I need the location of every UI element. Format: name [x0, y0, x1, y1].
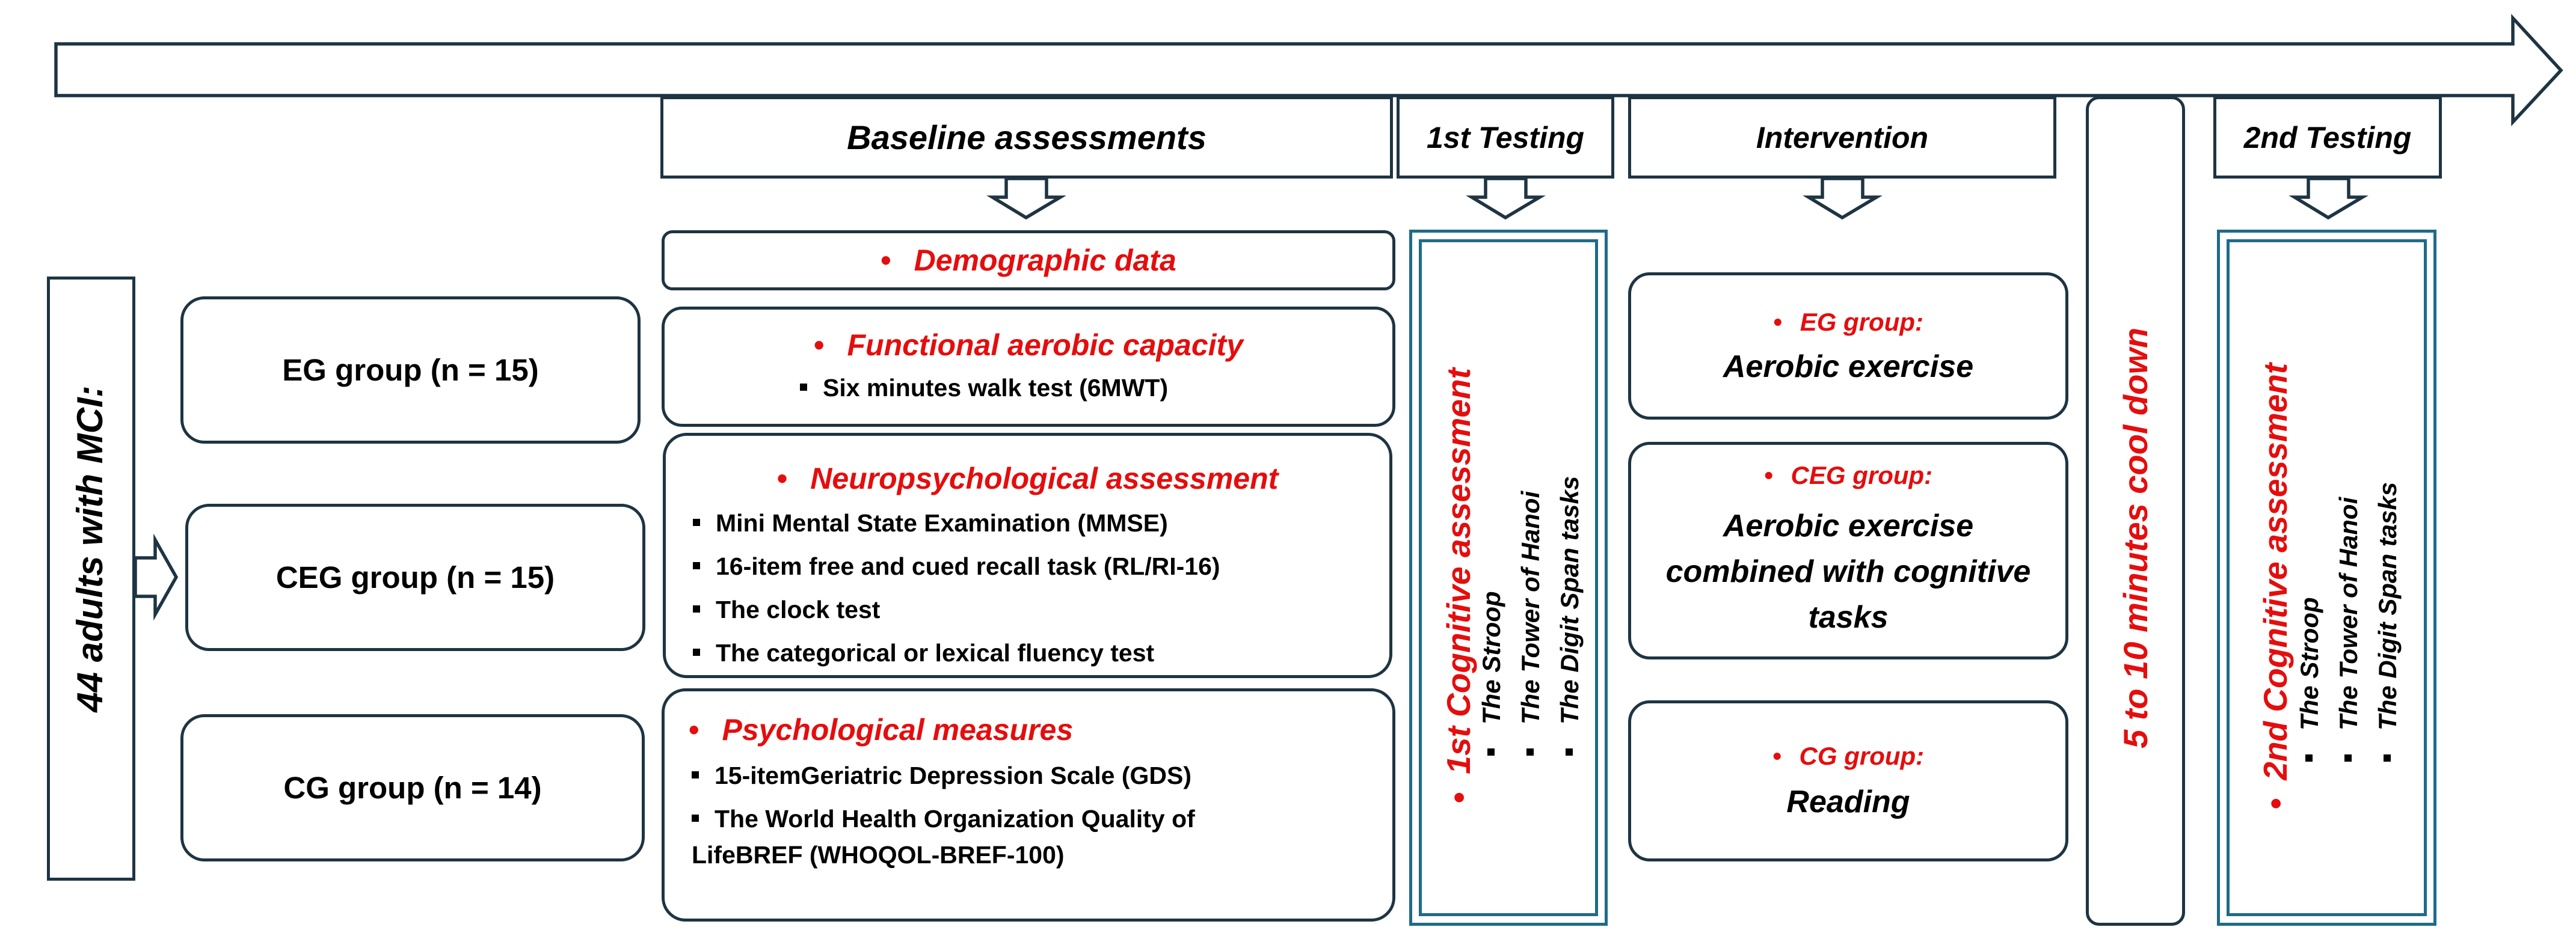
- testing2-item-0: The Stroop: [2295, 597, 2323, 730]
- participants-box: 44 adults with MCI:: [47, 277, 135, 881]
- testing1-inner-frame: [1419, 239, 1598, 916]
- neuro-title: Neuropsychological assessment: [777, 462, 1279, 495]
- demographic-box: Demographic data: [662, 230, 1395, 290]
- group-label-eg: EG group (n = 15): [282, 353, 539, 387]
- psych-box: Psychological measures 15-itemGeriatric …: [662, 688, 1395, 922]
- testing2-title-text: 2nd Cognitive assessment: [2257, 362, 2294, 780]
- testing2-box: •2nd Cognitive assessment The Stroop The…: [2217, 230, 2436, 926]
- intervention-eg-text: Aerobic exercise: [1723, 349, 1974, 384]
- header-testing2: 2nd Testing: [2213, 96, 2442, 179]
- bullet-square-icon: [692, 771, 699, 779]
- psych-item: 15-itemGeriatric Depression Scale (GDS): [692, 757, 1195, 794]
- testing1-title-text: 1st Cognitive assessment: [1440, 368, 1477, 774]
- bullet-square-icon: [693, 519, 700, 527]
- intervention-eg-group: EG group:: [1800, 307, 1924, 336]
- participants-to-groups-arrow: [134, 533, 179, 621]
- aerobic-capacity-title: Functional aerobic capacity: [814, 328, 1243, 362]
- baseline-down-arrow: [986, 177, 1066, 220]
- neuro-box: Neuropsychological assessment Mini Menta…: [663, 433, 1392, 678]
- intervention-ceg-line-1: combined with cognitive: [1665, 554, 2031, 589]
- bullet-square-icon: [693, 649, 700, 656]
- aerobic-item-0: Six minutes walk test (6MWT): [823, 374, 1169, 402]
- cooldown-box: 5 to 10 minutes cool down: [2086, 96, 2185, 926]
- cooldown-label: 5 to 10 minutes cool down: [2116, 327, 2154, 748]
- header-testing1-label: 1st Testing: [1426, 120, 1585, 154]
- psych-item-continued: LifeBREF (WHOQOL-BREF-100): [692, 837, 1195, 873]
- timeline-arrow: [54, 13, 2563, 126]
- header-baseline: Baseline assessments: [660, 96, 1393, 179]
- psych-title: Psychological measures: [689, 713, 1073, 747]
- testing1-item: The Tower of Hanoi: [1516, 491, 1545, 756]
- testing2-item: The Digit Span tasks: [2373, 482, 2402, 762]
- header-intervention: Intervention: [1628, 96, 2056, 179]
- group-label-cg: CG group (n = 14): [283, 771, 542, 805]
- bullet-square-icon: [692, 815, 699, 822]
- aerobic-capacity-item: Six minutes walk test (6MWT): [800, 370, 1168, 406]
- neuro-item-0: Mini Mental State Examination (MMSE): [716, 509, 1168, 537]
- intervention-box-eg: •EG group: Aerobic exercise: [1628, 272, 2068, 420]
- neuro-item-1: 16-item free and cued recall task (RL/RI…: [716, 552, 1220, 580]
- bullet-square-icon: [1526, 748, 1534, 756]
- psych-item: The World Health Organization Quality of: [692, 801, 1195, 837]
- neuro-item: The categorical or lexical fluency test: [693, 635, 1220, 671]
- intervention-ceg-line-2: tasks: [1808, 600, 1889, 635]
- neuro-item: Mini Mental State Examination (MMSE): [693, 505, 1220, 541]
- psych-item-2: LifeBREF (WHOQOL-BREF-100): [692, 841, 1065, 869]
- psych-item-0: 15-itemGeriatric Depression Scale (GDS): [715, 762, 1191, 789]
- bullet-square-icon: [1565, 748, 1573, 756]
- header-baseline-label: Baseline assessments: [847, 118, 1207, 156]
- intervention-ceg-group: CEG group:: [1791, 461, 1933, 489]
- testing2-title: •2nd Cognitive assessment: [2257, 362, 2294, 810]
- testing1-item: The Stroop: [1477, 591, 1506, 756]
- intervention-down-arrow: [1803, 177, 1883, 220]
- group-box-ceg: CEG group (n = 15): [185, 504, 645, 651]
- header-intervention-label: Intervention: [1756, 120, 1929, 154]
- bullet-square-icon: [1487, 748, 1495, 756]
- group-box-eg: EG group (n = 15): [180, 296, 641, 444]
- bullet-square-icon: [2344, 754, 2352, 762]
- aerobic-capacity-box: Functional aerobic capacity Six minutes …: [662, 307, 1395, 427]
- testing2-item-2: The Digit Span tasks: [2373, 482, 2402, 730]
- intervention-box-ceg: •CEG group: Aerobic exercise combined wi…: [1628, 442, 2068, 659]
- psych-item-1: The World Health Organization Quality of: [715, 805, 1195, 833]
- intervention-box-cg: •CG group: Reading: [1628, 700, 2068, 861]
- neuro-item-2: The clock test: [716, 596, 881, 623]
- testing2-item-1: The Tower of Hanoi: [2334, 497, 2362, 730]
- testing2-item: The Tower of Hanoi: [2334, 497, 2363, 762]
- testing1-down-arrow: [1466, 177, 1546, 220]
- bullet-square-icon: [2305, 754, 2313, 762]
- neuro-item: The clock test: [693, 592, 1220, 628]
- bullet-square-icon: [800, 384, 807, 391]
- group-label-ceg: CEG group (n = 15): [275, 560, 555, 595]
- testing1-item-1: The Tower of Hanoi: [1516, 491, 1545, 724]
- testing2-down-arrow: [2289, 177, 2369, 220]
- testing1-title: •1st Cognitive assessment: [1440, 368, 1477, 804]
- group-box-cg: CG group (n = 14): [180, 714, 645, 861]
- bullet-square-icon: [693, 605, 700, 613]
- testing1-item: The Digit Span tasks: [1555, 476, 1584, 756]
- testing2-inner-frame: [2227, 239, 2427, 916]
- participants-label: 44 adults with MCI:: [70, 385, 110, 712]
- intervention-cg-group: CG group:: [1799, 742, 1925, 770]
- neuro-item-3: The categorical or lexical fluency test: [716, 639, 1155, 667]
- testing1-item-2: The Digit Span tasks: [1555, 476, 1584, 724]
- demographic-label: Demographic data: [881, 243, 1176, 278]
- testing1-item-0: The Stroop: [1477, 591, 1505, 724]
- intervention-cg-text: Reading: [1786, 785, 1910, 819]
- testing2-item: The Stroop: [2295, 597, 2324, 762]
- bullet-square-icon: [693, 562, 700, 570]
- intervention-ceg-line-0: Aerobic exercise: [1723, 509, 1974, 543]
- bullet-square-icon: [2383, 754, 2391, 762]
- testing1-box: •1st Cognitive assessment The Stroop The…: [1409, 230, 1608, 926]
- header-testing2-label: 2nd Testing: [2243, 120, 2412, 154]
- header-testing1: 1st Testing: [1397, 96, 1614, 179]
- neuro-item: 16-item free and cued recall task (RL/RI…: [693, 548, 1220, 584]
